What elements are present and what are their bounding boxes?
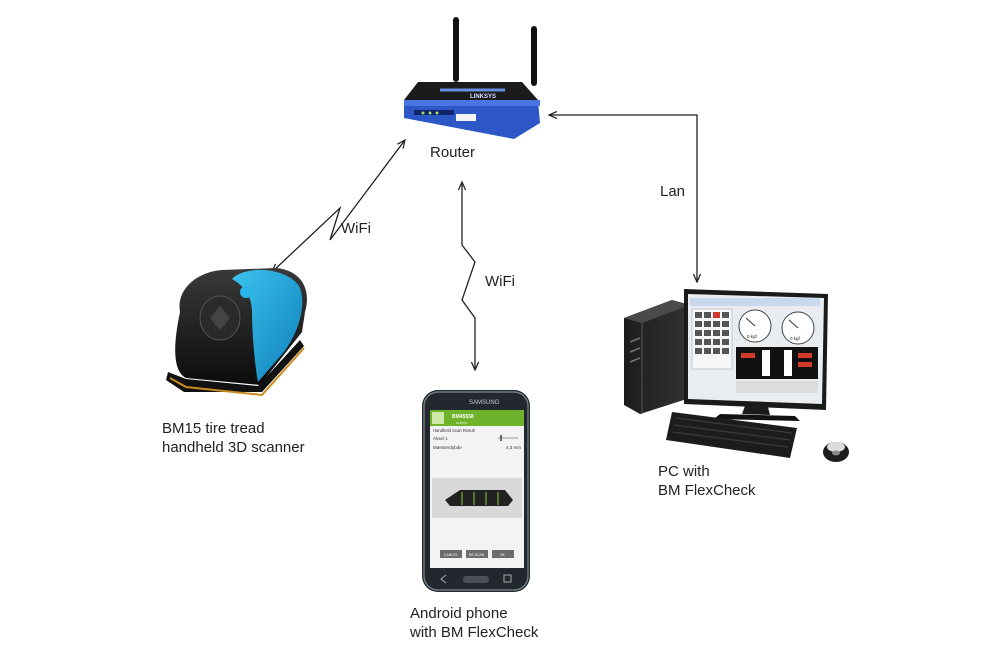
pc-router-link xyxy=(549,115,697,282)
phone-depth-label: Mønsterdybde xyxy=(433,445,462,450)
scanner-label: BM15 tire tread handheld 3D scanner xyxy=(162,420,305,456)
phone-label: Android phone with BM FlexCheck xyxy=(410,605,539,641)
phone-ok-button xyxy=(492,550,514,558)
phone-brand: SAMSUNG xyxy=(469,400,500,406)
router-image: LINKSYS xyxy=(404,17,540,139)
phone-router-link xyxy=(462,182,475,370)
phone-home-button xyxy=(463,576,489,583)
phone-section-title: Handheld Scan Result xyxy=(433,428,476,433)
pc-mouse xyxy=(823,442,849,462)
phone-app-subtitle: Admin xyxy=(456,420,467,425)
wifi-arrow-phone xyxy=(462,182,475,370)
router-antenna-left xyxy=(453,17,459,82)
phone-image: SAMSUNG BM45558 Admin Handheld Scan Resu… xyxy=(422,390,530,592)
pc-label: PC with BM FlexCheck xyxy=(658,463,756,499)
pc-monitor-stand xyxy=(742,406,770,415)
router-brand: LINKSYS xyxy=(470,94,496,100)
router-label: Router xyxy=(430,144,476,161)
phone-app-title: BM45558 xyxy=(452,414,474,420)
wifi-label-scanner: WiFi xyxy=(341,220,371,237)
phone-cancel-label: CANCEL xyxy=(444,553,458,557)
pc-keyboard xyxy=(666,412,797,458)
pc-gauge-left-value: 0 kgf xyxy=(747,334,758,339)
phone-axle-label: Aksel 1 xyxy=(433,436,448,441)
wifi-arrow-scanner xyxy=(272,140,405,272)
scanner-image xyxy=(166,268,307,397)
router-antenna-right xyxy=(531,26,537,86)
lan-arrow xyxy=(549,115,697,282)
phone-depth-value: 4,3 mm xyxy=(506,445,521,450)
pc-gauge-right-value: 0 kgf xyxy=(790,336,801,341)
phone-cancel-button xyxy=(440,550,462,558)
phone-rescan-label: RE-SCAN xyxy=(469,553,485,557)
pc-image: 0 kgf 0 kgf xyxy=(624,289,849,462)
phone-ok-label: OK xyxy=(500,553,506,557)
phone-rescan-button xyxy=(466,550,488,558)
pc-tower xyxy=(624,300,690,414)
wifi-label-phone: WiFi xyxy=(485,273,515,290)
scanner-router-link xyxy=(272,140,405,272)
lan-label: Lan xyxy=(660,183,686,200)
